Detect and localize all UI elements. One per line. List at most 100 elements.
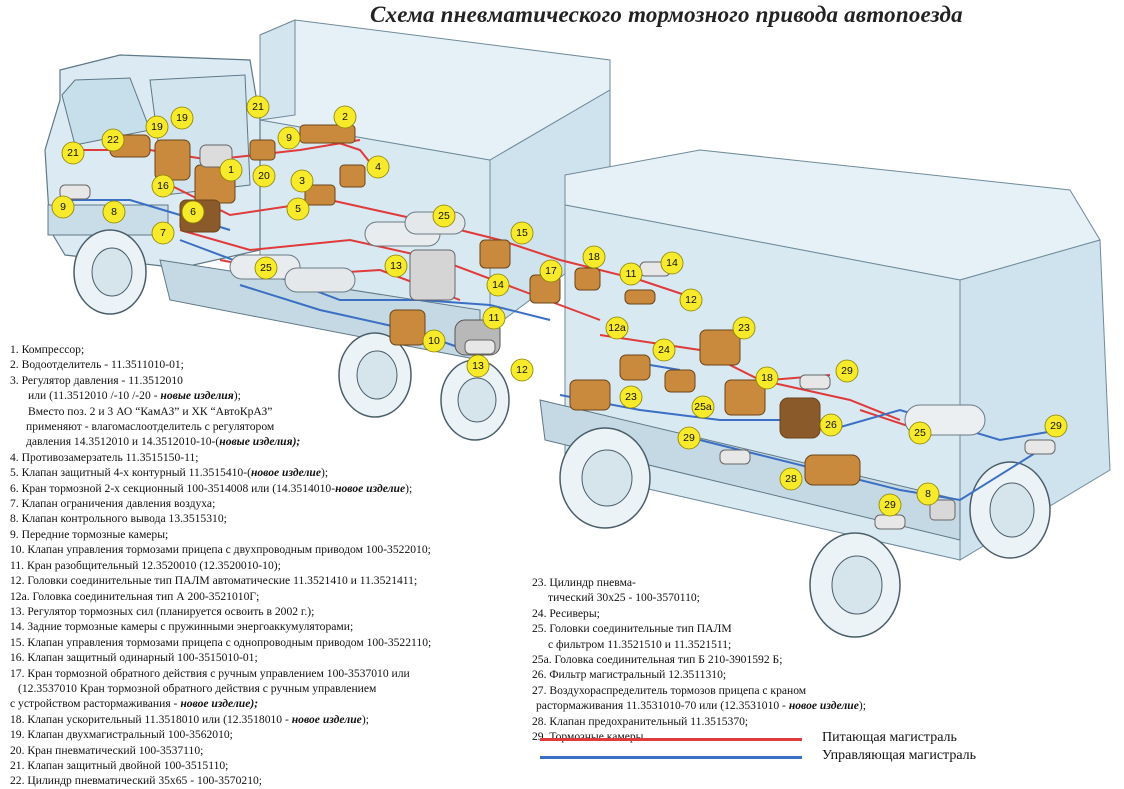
truck-rear-wheel-2 bbox=[440, 359, 510, 441]
callout-18: 17 bbox=[539, 259, 563, 283]
callout-27: 26 bbox=[819, 413, 843, 437]
item-text: Противозамерзатель 11.3515150-11; bbox=[21, 450, 199, 464]
svg-text:25: 25 bbox=[260, 262, 272, 274]
callout-15: 14 bbox=[486, 273, 510, 297]
component-list-item: 21. Клапан защитный двойной 100-3515110; bbox=[10, 758, 431, 773]
component-list-item: 4. Противозамерзатель 11.3515150-11; bbox=[10, 450, 431, 465]
svg-text:28: 28 bbox=[785, 473, 797, 485]
item-new-product-note: новое изделие); bbox=[180, 697, 259, 711]
item-number: 3. bbox=[10, 373, 22, 387]
callout-24a: 25 bbox=[432, 204, 456, 228]
svg-text:26: 26 bbox=[825, 419, 837, 431]
item-number: 15. bbox=[10, 635, 28, 649]
item-text: Головки соединительные тип ПАЛМ bbox=[549, 622, 732, 636]
component-list-item: 12. Головки соединительные тип ПАЛМ авто… bbox=[10, 573, 431, 588]
item-text: Фильтр магистральный 12.3511310; bbox=[549, 668, 727, 682]
svg-text:2: 2 bbox=[342, 111, 348, 123]
legend-supply-line: Питающая магистраль bbox=[540, 730, 1120, 748]
svg-text:18: 18 bbox=[588, 251, 600, 263]
item-number: 2. bbox=[10, 358, 22, 372]
truck-box-front bbox=[259, 19, 296, 121]
callout-22b: 21 bbox=[61, 141, 85, 165]
callout-11a: 11 bbox=[619, 262, 643, 286]
component-list-item: Вместо поз. 2 и 3 АО “КамАЗ” и ХК “АвтоК… bbox=[10, 404, 431, 419]
svg-text:22: 22 bbox=[107, 134, 119, 146]
item-text: Головка соединительная тип Б 210-3901592… bbox=[554, 653, 783, 667]
item-text: или (11.3512010 /-10 /-20 - bbox=[28, 389, 161, 403]
trailer-rear-wheel-2 bbox=[969, 461, 1051, 559]
item-text: (12.3537010 Кран тормозной обратного дей… bbox=[18, 681, 377, 695]
legend-control-line: Управляющая магистраль bbox=[540, 748, 1120, 766]
callout-9a: 9 bbox=[277, 126, 301, 150]
item-text: с фильтром 11.3521510 и 11.3521511; bbox=[548, 637, 732, 651]
item-text: Головка соединительная тип А 200-3521010… bbox=[32, 589, 260, 603]
truck-front-wheel bbox=[73, 229, 147, 315]
svg-text:25a: 25a bbox=[694, 401, 712, 413]
callout-22a: 21 bbox=[246, 95, 270, 119]
callout-29a: 29 bbox=[835, 359, 859, 383]
control-line-label: Управляющая магистраль bbox=[822, 748, 977, 763]
callout-20a: 19 bbox=[145, 115, 169, 139]
receiver-24b bbox=[284, 267, 356, 293]
callout-13: 13 bbox=[384, 254, 408, 278]
item-number: 25. bbox=[532, 622, 550, 636]
callout-23: 22 bbox=[101, 128, 125, 152]
callout-6: 6 bbox=[181, 200, 205, 224]
item-number: 14. bbox=[10, 620, 28, 634]
item-text: Клапан ограничения давления воздуха; bbox=[21, 497, 216, 511]
item-new-product-note: новое изделие bbox=[335, 481, 406, 495]
svg-text:12: 12 bbox=[516, 364, 528, 376]
item-text: давления 14.3512010 и 14.3512010-10-( bbox=[26, 435, 220, 449]
component-list-item: 23. Цилиндр пневма- bbox=[532, 575, 866, 590]
svg-text:17: 17 bbox=[545, 265, 557, 277]
component-list-item: или (11.3512010 /-10 /-20 - новые издели… bbox=[10, 388, 431, 403]
svg-text:3: 3 bbox=[299, 175, 305, 187]
components bbox=[109, 124, 956, 521]
item-number: 8. bbox=[10, 512, 22, 526]
callout-12a: 12 bbox=[679, 288, 703, 312]
svg-text:24: 24 bbox=[658, 344, 670, 356]
item-number: 6. bbox=[10, 481, 22, 495]
item-text: Кран тормозной 2-х секционный 100-351400… bbox=[21, 481, 336, 495]
svg-text:8: 8 bbox=[925, 488, 931, 500]
svg-text:23: 23 bbox=[738, 322, 750, 334]
svg-text:19: 19 bbox=[176, 112, 188, 124]
item-number: 4. bbox=[10, 450, 22, 464]
callout-19b: 18 bbox=[755, 366, 779, 390]
item-text-tail: ); bbox=[405, 481, 413, 495]
callout-25a-head: 24 bbox=[652, 338, 676, 362]
trailer-rear-wheel-1 bbox=[809, 532, 901, 638]
item-number: 13. bbox=[10, 604, 28, 618]
svg-text:10: 10 bbox=[428, 335, 440, 347]
item-text-tail: ); bbox=[321, 466, 329, 480]
svg-text:29: 29 bbox=[841, 365, 853, 377]
component-list-item: 28. Клапан предохранительный 11.3515370; bbox=[532, 714, 866, 729]
item-text-tail: ); bbox=[858, 699, 866, 713]
item-new-product-note: новое изделие bbox=[250, 466, 322, 480]
component-list-item: 2. Водоотделитель - 11.3511010-01; bbox=[10, 357, 431, 372]
item-text: Задние тормозные камеры с пружинными эне… bbox=[27, 620, 354, 634]
callout-14a: 14 bbox=[660, 251, 684, 275]
component-list-item: тический 30х25 - 100-3570110; bbox=[532, 590, 866, 605]
item-number: 10. bbox=[10, 543, 28, 557]
callout-12b: 12 bbox=[510, 358, 534, 382]
item-number: 9. bbox=[10, 527, 22, 541]
item-text: Клапан ускорительный 11.3518010 или (12.… bbox=[27, 712, 292, 726]
component-list-item: 25а. Головка соединительная тип Б 210-39… bbox=[532, 652, 866, 667]
callout-3: 3 bbox=[290, 169, 314, 193]
component-list-item: давления 14.3512010 и 14.3512010-10-(нов… bbox=[10, 434, 431, 449]
item-number: 28. bbox=[532, 714, 550, 728]
component-list-item: 10. Клапан управления тормозами прицепа … bbox=[10, 542, 431, 557]
component-list-item: растормаживания 11.3531010-70 или (12.35… bbox=[532, 698, 866, 713]
item-text: Регулятор давления - 11.3512010 bbox=[21, 373, 183, 387]
item-number: 16. bbox=[10, 651, 28, 665]
item-number: 27. bbox=[532, 683, 550, 697]
item-text: Клапан защитный одинарный 100-3515010-01… bbox=[27, 651, 258, 665]
item-new-product-note: новые изделия); bbox=[219, 435, 301, 449]
item-text-tail: ); bbox=[233, 389, 241, 403]
item-number: 7. bbox=[10, 497, 22, 511]
item-text: Клапан контрольного вывода 13.3515310; bbox=[21, 512, 227, 526]
item-number: 12а. bbox=[10, 589, 33, 603]
svg-text:4: 4 bbox=[375, 161, 381, 173]
